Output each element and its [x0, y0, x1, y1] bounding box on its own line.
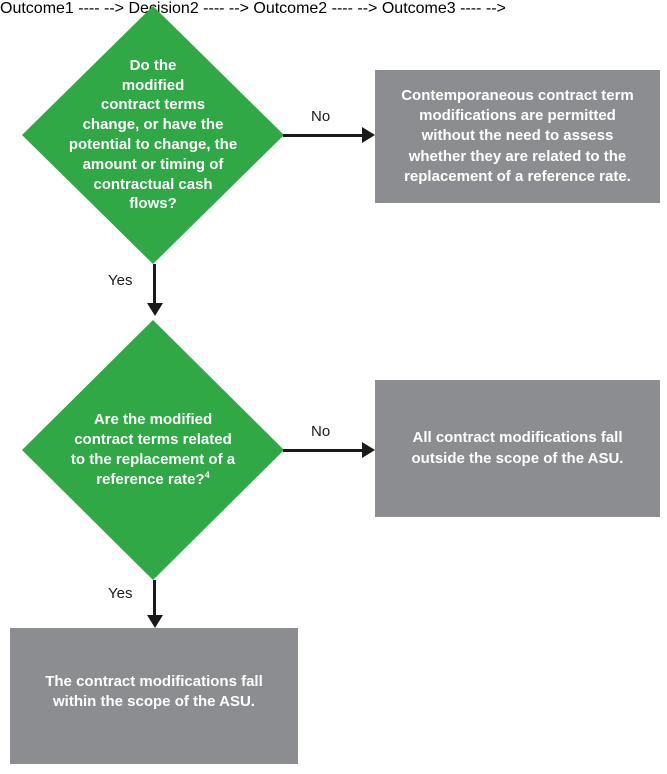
- edge-label-decision2-yes: Yes: [108, 585, 133, 602]
- outcome-box-2: All contract modifications fall outside …: [375, 380, 660, 517]
- decision-node-2: Are the modified contract terms related …: [22, 320, 284, 580]
- edge-label-decision2-no: No: [311, 423, 331, 440]
- arrowhead-decision2-to-outcome2: [362, 442, 375, 458]
- arrowhead-decision1-to-decision2: [147, 303, 163, 316]
- outcome-2-label: All contract modifications fall outside …: [411, 429, 624, 467]
- outcome-box-1: Contemporaneous contract term modificati…: [375, 70, 660, 203]
- decision-2-text: Are the modified contract terms related …: [70, 411, 236, 488]
- outcome-1-label: Contemporaneous contract term modificati…: [401, 86, 634, 185]
- decision-1-label: Do the modified contract terms change, o…: [68, 56, 238, 213]
- connector-decision1-to-decision2: [153, 264, 156, 306]
- connector-decision2-to-outcome2: [283, 449, 363, 452]
- decision-2-footnote-marker: 4: [204, 469, 210, 480]
- connector-decision1-to-outcome1: [283, 134, 363, 137]
- outcome-box-3: The contract modifications fall within t…: [10, 628, 298, 764]
- edge-label-decision1-no: No: [311, 108, 331, 125]
- decision-node-1: Do the modified contract terms change, o…: [22, 6, 284, 264]
- connector-decision2-to-outcome3: [153, 580, 156, 618]
- arrowhead-decision2-to-outcome3: [147, 615, 163, 628]
- outcome-3-label: The contract modifications fall within t…: [45, 673, 263, 711]
- decision-2-label: Are the modified contract terms related …: [53, 410, 253, 489]
- edge-label-decision1-yes: Yes: [108, 272, 133, 289]
- arrowhead-decision1-to-outcome1: [362, 127, 375, 143]
